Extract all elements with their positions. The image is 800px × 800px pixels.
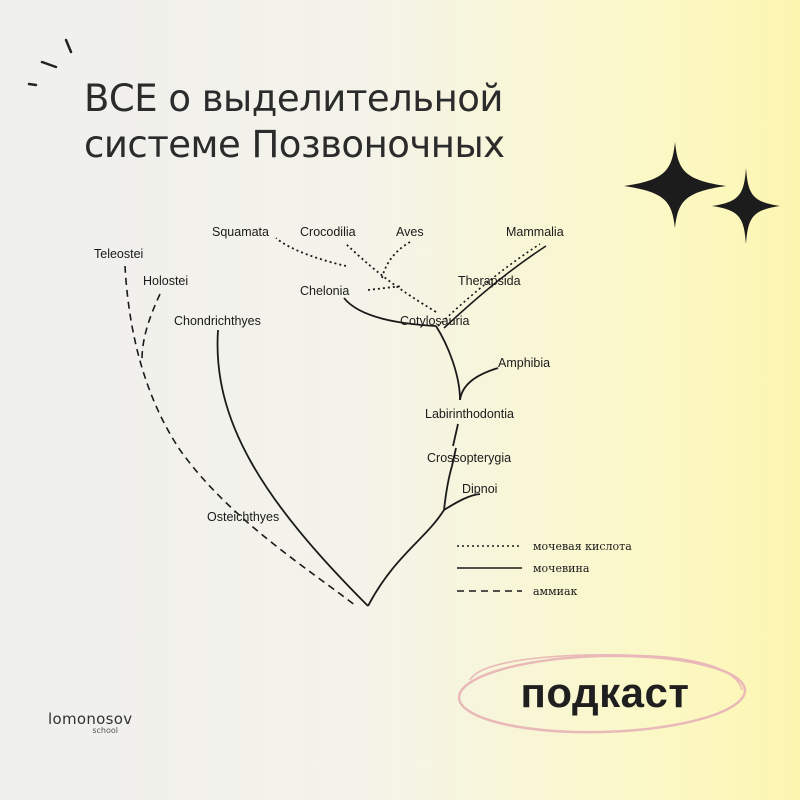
taxon-chelonia: Chelonia	[300, 284, 349, 298]
branch-crocodilia	[345, 243, 437, 313]
taxon-crossopterygia: Crossopterygia	[427, 451, 511, 465]
branch-therapsida-2	[443, 245, 547, 329]
taxon-amphibia: Amphibia	[498, 356, 550, 370]
taxon-therapsida: Therapsida	[458, 274, 521, 288]
sparkle-lines-icon	[27, 38, 73, 87]
branch-crossopterygia	[451, 447, 457, 467]
logo-sub: school	[92, 726, 119, 735]
title-line-2: системе Позвоночных	[84, 123, 505, 166]
small-star-icon	[712, 168, 780, 244]
large-star-icon	[624, 142, 726, 228]
logo-name: lomonosov	[48, 710, 133, 728]
taxon-teleostei: Teleostei	[94, 247, 143, 261]
branch-labirinthodontia	[452, 423, 459, 447]
legend-label-ammonia: аммиак	[533, 585, 578, 598]
branch-main-trunk	[367, 465, 453, 607]
branch-squamata	[275, 237, 347, 267]
branch-chondrichthyes	[216, 329, 369, 607]
branch-holostei	[141, 293, 161, 361]
taxon-aves: Aves	[396, 225, 424, 239]
taxon-dipnoi: Dipnoi	[462, 482, 497, 496]
branch-dipnoi	[443, 493, 481, 511]
branch-to-amphibia	[459, 367, 499, 401]
branch-chelonia	[343, 297, 437, 327]
branch-teleostei	[124, 265, 357, 607]
branch-cotylosauria-stem	[435, 325, 461, 401]
lomonosov-logo: lomonosov school	[48, 710, 132, 735]
taxon-osteichthyes: Osteichthyes	[207, 510, 279, 524]
podcast-label: подкаст	[520, 669, 690, 716]
legend: мочевая кислота мочевина аммиак	[457, 540, 632, 598]
legend-label-uric-acid: мочевая кислота	[533, 540, 632, 553]
legend-label-urea: мочевина	[533, 562, 590, 575]
taxon-cotylosauria: Cotylosauria	[400, 314, 470, 328]
podcast-badge: подкаст	[452, 650, 748, 736]
taxon-squamata: Squamata	[212, 225, 269, 239]
taxon-holostei: Holostei	[143, 274, 188, 288]
tree-branches	[124, 237, 547, 607]
taxon-chondrichthyes: Chondrichthyes	[174, 314, 261, 328]
branch-therapsida-1	[437, 243, 541, 327]
branch-aves	[381, 241, 411, 279]
taxon-labirinthodontia: Labirinthodontia	[425, 407, 514, 421]
title-line-1: ВСЕ о выделительной	[84, 77, 503, 120]
hand-drawn-ellipse-icon	[457, 654, 747, 734]
taxon-mammalia: Mammalia	[506, 225, 564, 239]
page-title: ВСЕ о выделительной системе Позвоночных	[84, 76, 505, 168]
taxon-crocodilia: Crocodilia	[300, 225, 356, 239]
branch-chelonia-dot	[367, 285, 403, 291]
